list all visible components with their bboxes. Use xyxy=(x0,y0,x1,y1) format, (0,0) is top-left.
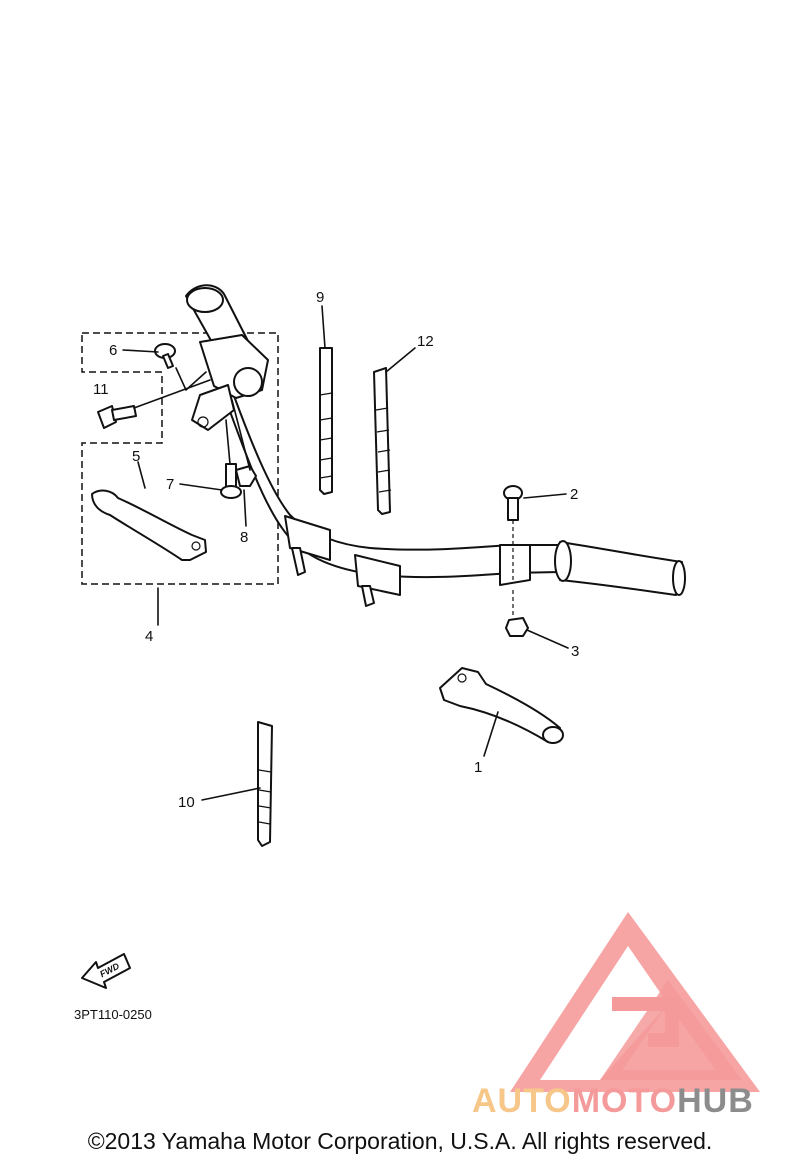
callout-11: 11 xyxy=(93,381,109,398)
watermark-auto: AUTO xyxy=(472,1082,572,1120)
callout-12: 12 xyxy=(417,333,434,350)
watermark-text: AUTOMOTOHUB xyxy=(472,1082,754,1121)
bolt-11 xyxy=(97,405,137,429)
callout-9: 9 xyxy=(316,289,324,306)
callout-10: 10 xyxy=(178,794,195,811)
left-grip-and-holder xyxy=(185,284,269,431)
callout-3: 3 xyxy=(571,643,579,660)
diagram-code: 3PT110-0250 xyxy=(74,1007,152,1022)
fwd-arrow-icon: FWD xyxy=(81,953,131,989)
lever-left xyxy=(91,489,207,561)
callout-8: 8 xyxy=(240,529,248,546)
nut-8 xyxy=(235,465,257,487)
callout-4: 4 xyxy=(145,628,153,645)
bolt-7 xyxy=(220,463,242,499)
callout-5: 5 xyxy=(132,448,140,465)
cable-tie-10 xyxy=(257,721,273,847)
watermark-hub: HUB xyxy=(677,1082,754,1120)
copyright-notice: ©2013 Yamaha Motor Corporation, U.S.A. A… xyxy=(87,1128,713,1154)
watermark-moto: MOTO xyxy=(571,1082,678,1120)
leader-lines xyxy=(122,305,569,801)
callout-2: 2 xyxy=(570,486,578,503)
bolt-2 xyxy=(503,485,523,521)
callout-labels: 1 2 3 4 5 6 7 8 9 10 11 12 xyxy=(93,289,579,811)
cable-tie-12 xyxy=(373,367,392,515)
callout-1: 1 xyxy=(474,759,482,776)
cable-tie-9 xyxy=(319,347,333,495)
handlebar xyxy=(223,384,561,607)
right-grip xyxy=(554,540,686,596)
assembly-group-outline xyxy=(81,332,279,585)
callout-7: 7 xyxy=(166,476,174,493)
bolt-6 xyxy=(154,343,176,369)
nut-3 xyxy=(505,617,529,637)
brake-lever-right xyxy=(439,667,564,744)
callout-6: 6 xyxy=(109,342,117,359)
watermark-logo xyxy=(510,912,760,1092)
